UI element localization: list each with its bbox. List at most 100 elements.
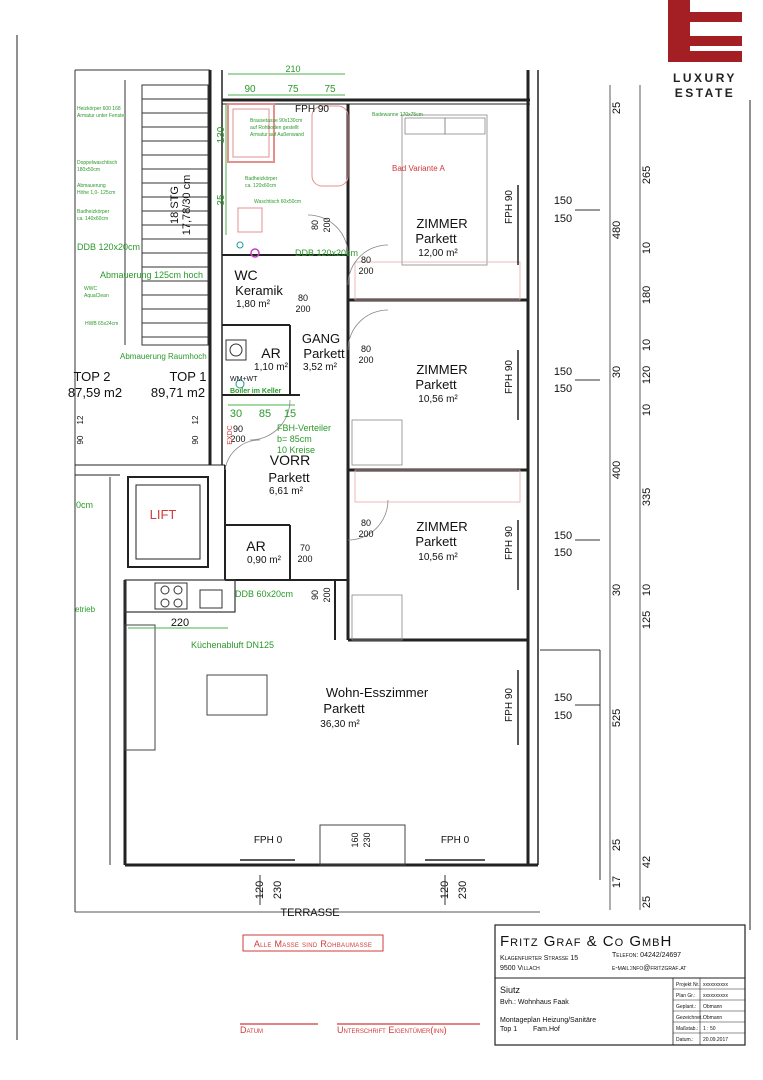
dd-200-4: 200 <box>358 355 373 365</box>
door-dimensions: 80 200 80 200 80 200 80 200 90 200 80 20… <box>230 217 469 905</box>
dim-90-left-1: 90 <box>76 435 85 444</box>
note-abm-1: Abmauerung 125cm hoch <box>100 270 203 280</box>
dim-right-4: 180 <box>641 286 653 304</box>
win-dim-b-4: 150 <box>554 710 572 722</box>
room-z3-floor: Parkett <box>415 534 457 549</box>
room-ar2-name: AR <box>246 538 265 554</box>
tb-row-5-label: Datum.: <box>676 1037 694 1043</box>
note-fbh-1: FBH-Verteiler <box>277 423 331 433</box>
room-ar2-area: 0,90 m² <box>247 555 282 566</box>
dd-200-5: 200 <box>230 434 245 444</box>
logo-text-2: ESTATE <box>675 86 736 100</box>
fph90-4: FPH 90 <box>504 688 515 722</box>
dd-200-3: 200 <box>295 304 310 314</box>
unterschrift-label: Unterschrift Eigentümer(inn) <box>337 1025 447 1035</box>
note-ddb-1: DDB 120x20cm <box>295 248 358 258</box>
kitchen-sink <box>199 589 223 609</box>
note-wasch: Waschtisch 60x50cm <box>254 199 301 205</box>
gd-85: 85 <box>259 408 271 420</box>
win-dim-b-1: 150 <box>554 213 572 225</box>
dd-200-8: 200 <box>322 587 332 602</box>
top1-name: TOP 1 <box>169 369 206 384</box>
kitchen-counter <box>124 579 236 613</box>
beds <box>351 114 521 641</box>
top1-area: 89,71 m2 <box>151 385 205 400</box>
dim-right-5: 10 <box>641 339 653 351</box>
dd-230-1: 230 <box>362 832 372 847</box>
note-small-4: 180x50cm <box>77 167 100 173</box>
fph0-2: FPH 0 <box>441 835 470 846</box>
dim-right-8: 10 <box>641 404 653 416</box>
dim-right-9: 400 <box>611 461 623 479</box>
tb-row-1-label: Plan Gr.: <box>676 993 695 999</box>
room-wc-floor: Keramik <box>235 283 283 298</box>
bed-1 <box>401 114 488 266</box>
room-wohn-area: 36,30 m² <box>320 719 360 730</box>
dd-80-1: 80 <box>310 220 320 230</box>
dd-200-1: 200 <box>322 217 332 232</box>
top2-name: TOP 2 <box>73 369 110 384</box>
gd-210: 210 <box>285 64 300 74</box>
plan-top: Top 1 <box>500 1026 517 1033</box>
note-small-5: Abmauerung <box>77 183 106 189</box>
tb-row-3-label: Gezeichnet.: <box>676 1015 704 1021</box>
company-email: e-mail:info@fritzgraf.at <box>612 965 686 972</box>
dd-90-2: 90 <box>310 590 320 600</box>
dim-right-15: 25 <box>611 839 623 851</box>
tb-row-2-value: Obmann <box>703 1004 722 1010</box>
company-name: Fritz Graf & Co GmbH <box>500 933 672 950</box>
sideboard <box>124 624 156 751</box>
lift-label: LIFT <box>150 507 177 522</box>
note-ddb-3: DDB 60x20cm <box>235 589 293 599</box>
tb-row-4-label: Maßstab.: <box>676 1026 698 1032</box>
dim-right-13: 125 <box>641 611 653 629</box>
fph90-top: FPH 90 <box>295 104 329 115</box>
room-gang-name: GANG <box>302 331 340 346</box>
dim-right-2: 480 <box>611 221 623 239</box>
terrace-door <box>319 824 406 866</box>
dd-80-5: 80 <box>361 518 371 528</box>
room-z1-area: 12,00 m² <box>418 248 458 259</box>
company-city: 9500 Villach <box>500 965 540 972</box>
washbasin <box>237 207 263 233</box>
room-vorr-name: VORR <box>270 452 310 468</box>
note-badheiz: Badheizkörper <box>245 176 278 182</box>
right-dimension-chain: 25 265 480 10 180 10 30 120 10 400 335 3… <box>540 85 653 910</box>
plan-name: Montageplan Heizung/Sanitäre <box>500 1017 596 1024</box>
gd-90: 90 <box>244 84 256 95</box>
dim-right-6: 30 <box>611 366 623 378</box>
room-vorr-area: 6,61 m² <box>269 486 304 497</box>
window-dimensions: 150 150 150 150 150 150 150 150 FPH 90 F… <box>254 104 572 846</box>
note-wmwt: WM+WT <box>230 376 258 383</box>
room-gang-area: 3,52 m² <box>303 362 338 373</box>
logo: LUXURY ESTATE <box>668 0 742 100</box>
datum-label: Datum <box>240 1025 263 1035</box>
dd-230-2: 230 <box>272 881 284 899</box>
terrasse-label: TERRASSE <box>280 907 339 919</box>
dim-90-left-2: 90 <box>191 435 200 444</box>
note-brause-2: auf Rohboden gestellt <box>250 125 299 131</box>
note-brause-3: Armatur auf Außenwand <box>250 132 304 138</box>
tb-row-0-value: xxxxxxxxxx <box>703 982 729 988</box>
note-fbh-3: 10 Kreise <box>277 445 315 455</box>
logo-text-1: LUXURY <box>673 71 737 85</box>
room-z2-name: ZIMMER <box>416 362 467 377</box>
gd-75-2: 75 <box>324 84 336 95</box>
dd-200-6: 200 <box>358 529 373 539</box>
dd-80-4: 80 <box>361 344 371 354</box>
kitchen <box>124 579 268 751</box>
dd-90-1: 90 <box>233 424 243 434</box>
room-z2-area: 10,56 m² <box>418 394 458 405</box>
room-z2-floor: Parkett <box>415 377 457 392</box>
washing-machine <box>225 339 247 361</box>
note-badewanne: Badewanne 170x75cm <box>372 112 423 118</box>
fph0-1: FPH 0 <box>254 835 283 846</box>
gd-15: 15 <box>284 408 296 420</box>
note-cm: 0cm <box>76 500 93 510</box>
masse-note: Alle Maße sind Rohbaumaße <box>254 939 372 949</box>
stairs-count: 18 STG <box>169 186 181 224</box>
room-labels: ZIMMER Parkett 12,00 m² ZIMMER Parkett 1… <box>68 216 468 919</box>
tb-row-5-value: 20.09.2017 <box>703 1037 728 1043</box>
gd-75-1: 75 <box>287 84 299 95</box>
dd-160: 160 <box>350 832 360 847</box>
